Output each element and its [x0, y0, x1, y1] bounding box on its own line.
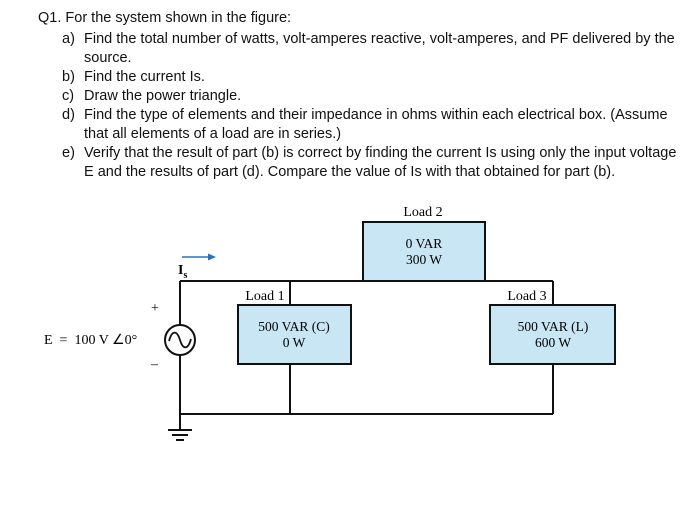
load3-box [489, 304, 616, 365]
load1-line1: 500 VAR (C) [258, 319, 330, 334]
item-e: e) Verify that the result of part (b) is … [62, 144, 682, 182]
current-label-sub: s [183, 270, 187, 281]
item-letter: d) [62, 107, 75, 123]
load3-name: Load 3 [507, 289, 546, 304]
load3-line2: 600 W [535, 335, 571, 350]
item-b: b) Find the current Is. [62, 68, 682, 87]
item-text: Find the current Is. [84, 69, 205, 85]
load1-box [237, 304, 352, 365]
item-letter: a) [62, 31, 75, 47]
item-c: c) Draw the power triangle. [62, 87, 682, 106]
load2-line2: 300 W [406, 252, 442, 267]
question-title: Q1. For the system shown in the figure: [38, 10, 292, 26]
item-letter: e) [62, 145, 75, 161]
load3-line1-text: 500 VAR (L) [518, 319, 589, 334]
current-label: Is [178, 263, 187, 281]
item-a: a) Find the total number of watts, volt-a… [62, 30, 682, 68]
source-plus: + [151, 301, 159, 316]
load1-name: Load 1 [245, 289, 284, 304]
item-text: Find the total number of watts, volt-amp… [84, 31, 675, 66]
question-list: a) Find the total number of watts, volt-a… [62, 30, 682, 182]
load2-box [362, 221, 486, 282]
load1-line2: 0 W [283, 335, 306, 350]
item-text: Verify that the result of part (b) is co… [84, 145, 677, 180]
item-d: d) Find the type of elements and their im… [62, 106, 682, 144]
current-arrow-icon [182, 253, 216, 261]
item-letter: c) [62, 88, 75, 104]
load3-line1: 500 VAR (L) [518, 319, 589, 334]
ground-icon [168, 429, 192, 441]
ac-source-icon [164, 324, 196, 356]
item-text: Find the type of elements and their impe… [84, 107, 668, 142]
load2-line1: 0 VAR [406, 236, 443, 251]
load2-name: Load 2 [403, 205, 442, 220]
source-label: E = 100 V ∠0° [44, 333, 137, 348]
item-text: Draw the power triangle. [84, 88, 242, 104]
item-letter: b) [62, 69, 75, 85]
source-minus: – [150, 357, 159, 372]
current-label-main: I [178, 263, 183, 278]
